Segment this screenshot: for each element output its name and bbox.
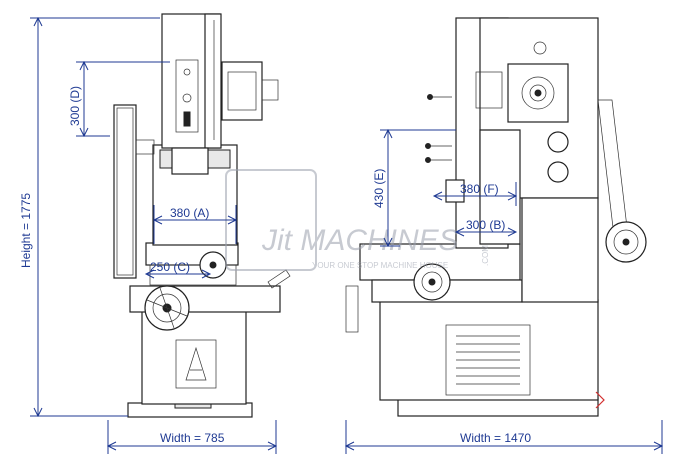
dim-c: 250 (C) bbox=[144, 260, 212, 279]
front-guard-bracket bbox=[135, 139, 155, 155]
front-ram-clamp bbox=[183, 111, 191, 127]
dim-width-side: Width = 1470 bbox=[344, 420, 664, 454]
front-ram-bolt-2 bbox=[182, 93, 192, 103]
side-gear-inner bbox=[529, 84, 547, 102]
dim-e-label: 430 (E) bbox=[372, 169, 386, 208]
side-motor-pulley-inner bbox=[613, 229, 639, 255]
side-handwheel-rim bbox=[421, 271, 443, 293]
front-table-slide bbox=[149, 264, 237, 286]
watermark-suffix: .COM bbox=[481, 245, 490, 266]
watermark: Jit MACHINES YOUR ONE STOP MACHINE HOUSE… bbox=[225, 169, 490, 271]
side-gear-hub bbox=[534, 89, 542, 97]
front-ram-side bbox=[204, 13, 222, 149]
side-ram-window bbox=[475, 71, 503, 109]
dim-f: 380 (F) bbox=[432, 182, 518, 206]
dim-d-label: 300 (D) bbox=[68, 86, 82, 126]
dim-c-label: 250 (C) bbox=[150, 260, 190, 274]
front-lever bbox=[267, 269, 291, 289]
side-lower-column bbox=[521, 197, 599, 303]
dim-width-front-label: Width = 785 bbox=[160, 431, 225, 445]
front-door bbox=[175, 339, 217, 389]
dim-width-side-label: Width = 1470 bbox=[460, 431, 531, 445]
front-motor-knob bbox=[261, 79, 279, 101]
side-view bbox=[345, 17, 647, 417]
side-levers bbox=[425, 94, 452, 163]
dim-d: 300 (D) bbox=[68, 60, 170, 138]
side-access-panel bbox=[445, 324, 531, 396]
dim-a: 380 (A) bbox=[152, 205, 238, 244]
dim-width-front: Width = 785 bbox=[106, 420, 278, 454]
front-flywheel-inner bbox=[116, 107, 134, 276]
front-handwheel-spokes bbox=[146, 287, 188, 329]
front-motor-face bbox=[227, 71, 257, 111]
side-crank-handle bbox=[345, 285, 359, 333]
dim-height-label: Height = 1775 bbox=[19, 193, 33, 268]
side-dial-2 bbox=[547, 161, 569, 183]
corner-marker bbox=[595, 391, 605, 409]
front-flywheel-guard bbox=[113, 104, 137, 279]
side-dial-1 bbox=[547, 131, 569, 153]
dim-b-label: 300 (B) bbox=[466, 218, 505, 232]
dim-height: Height = 1775 bbox=[19, 16, 160, 418]
watermark-tagline: YOUR ONE STOP MACHINE HOUSE bbox=[312, 261, 448, 270]
front-ram-foot bbox=[171, 147, 209, 175]
side-handwheel-hub bbox=[428, 278, 436, 286]
watermark-brand: Jit MACHINES bbox=[261, 224, 459, 257]
dim-b: 300 (B) bbox=[454, 218, 518, 237]
front-ram-slide bbox=[175, 59, 199, 133]
side-belt bbox=[597, 99, 629, 237]
side-motor-pulley-hub bbox=[622, 238, 630, 246]
side-top-knob bbox=[533, 41, 547, 55]
side-vent-lines bbox=[456, 335, 520, 385]
side-gear-outer bbox=[521, 76, 555, 110]
side-column-neck bbox=[479, 129, 521, 245]
front-view bbox=[113, 13, 291, 418]
dim-f-label: 380 (F) bbox=[460, 182, 499, 196]
front-rotary-hub bbox=[209, 261, 217, 269]
dim-e: 430 (E) bbox=[372, 128, 456, 248]
front-handwheel-rim bbox=[152, 293, 182, 323]
front-logo-mark bbox=[185, 346, 207, 381]
side-lower-body bbox=[379, 299, 599, 401]
side-base bbox=[397, 397, 599, 417]
front-ram-bolt-1 bbox=[183, 68, 191, 76]
dim-a-label: 380 (A) bbox=[170, 206, 209, 220]
